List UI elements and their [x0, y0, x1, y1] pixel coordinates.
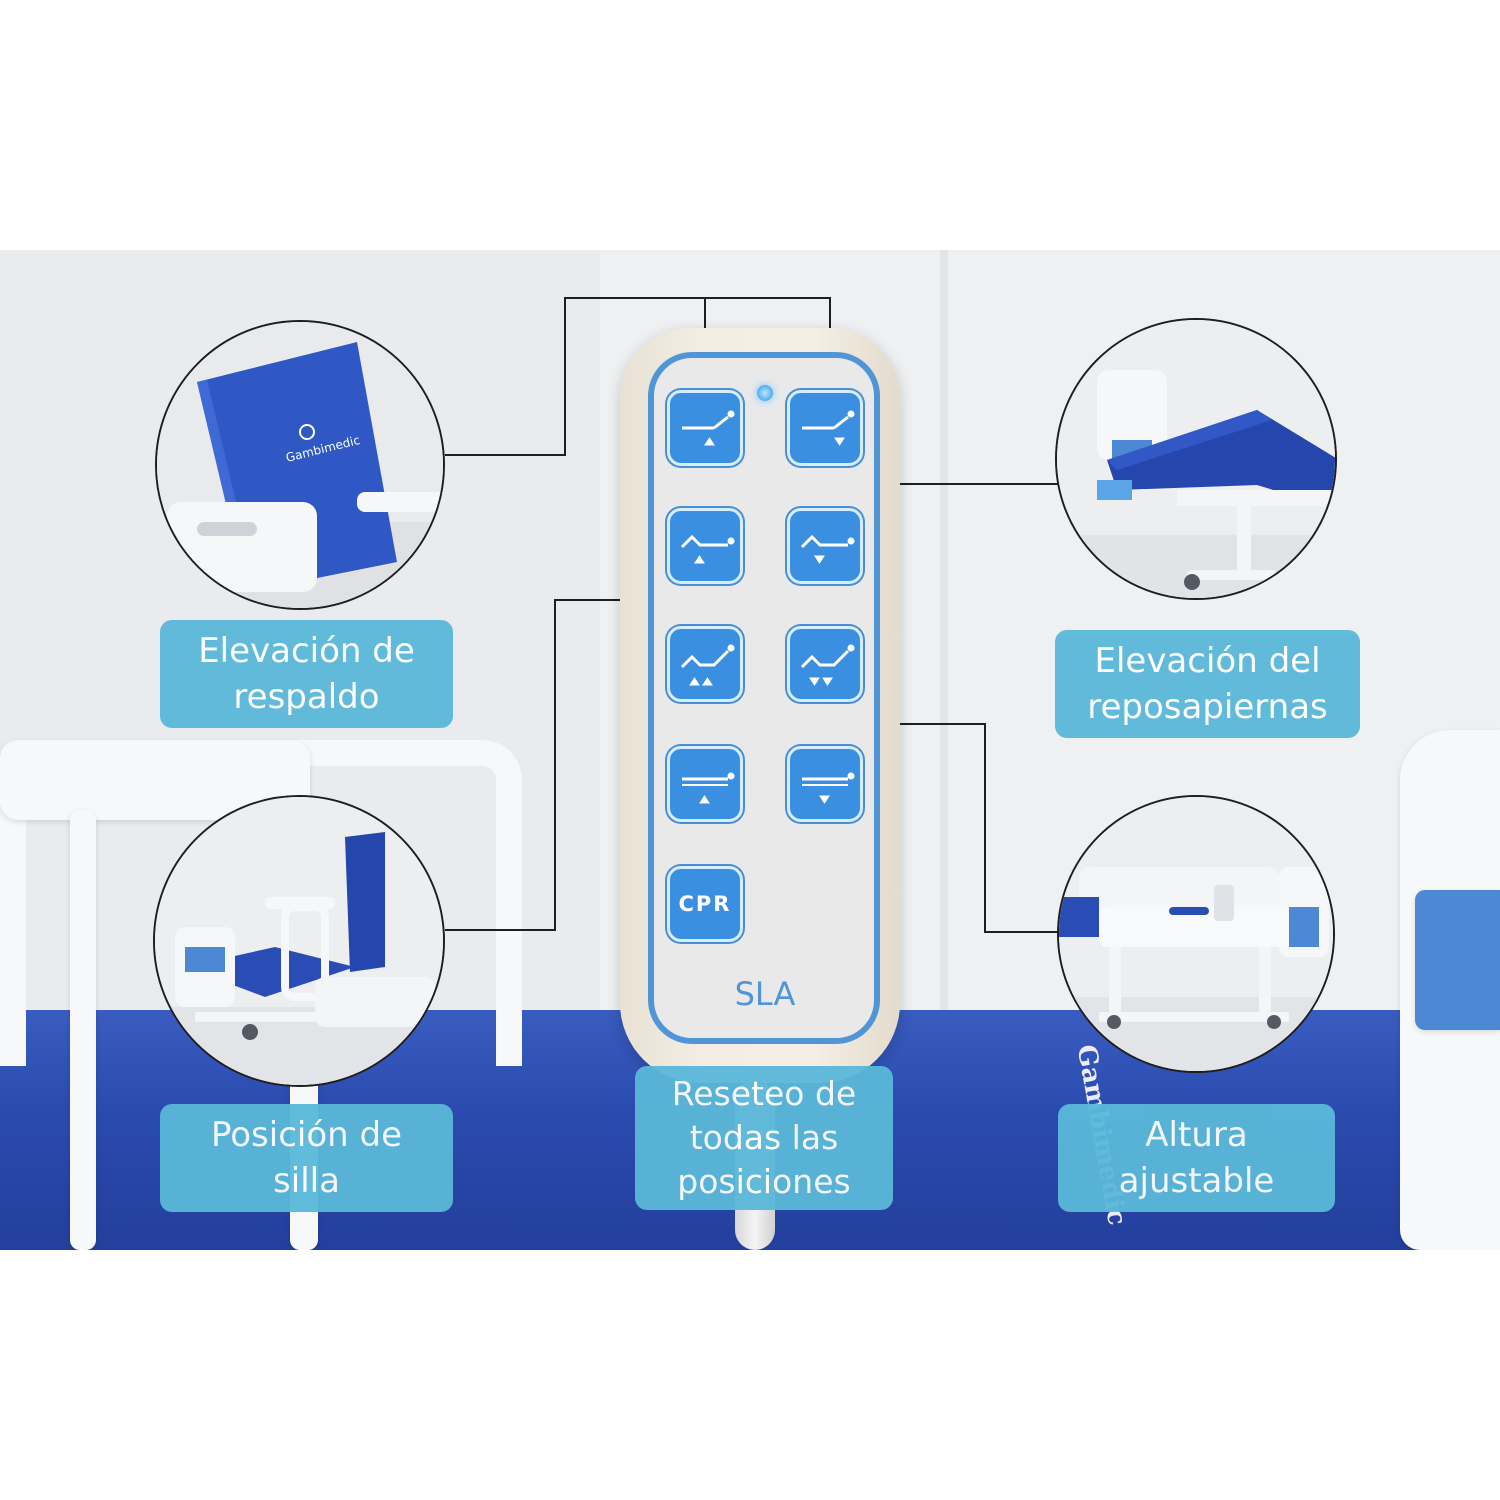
- legrest-up-icon: [680, 534, 735, 564]
- feature-label-reset: Reseteo de todas las posiciones: [635, 1066, 893, 1210]
- backrest-down-icon: [802, 410, 855, 446]
- height-down-button[interactable]: [787, 746, 863, 822]
- backrest-up-icon: [682, 410, 735, 446]
- chair-up-button[interactable]: [667, 626, 743, 702]
- cpr-button-label: CPR: [678, 892, 732, 916]
- chair-down-button[interactable]: [787, 626, 863, 702]
- remote-model-label: SLA: [734, 975, 796, 1013]
- backrest-photo-circle: Gambimedic: [155, 320, 445, 610]
- backrest-up-button[interactable]: [667, 390, 743, 466]
- height-up-button[interactable]: [667, 746, 743, 822]
- backrest-down-button[interactable]: [787, 390, 863, 466]
- legrest-up-button[interactable]: [667, 508, 743, 584]
- legrest-down-button[interactable]: [787, 508, 863, 584]
- headboard-blue-panel: [1415, 890, 1500, 1030]
- height-adjustable-photo-circle: [1057, 795, 1335, 1073]
- feature-label-legrest: Elevación del reposapiernas: [1055, 630, 1360, 738]
- legrest-down-icon: [800, 534, 855, 564]
- height-down-icon: [802, 772, 855, 804]
- chair-up-icon: [680, 644, 735, 686]
- chair-down-icon: [800, 644, 855, 686]
- legrest-photo-circle: [1055, 318, 1337, 600]
- remote-led-indicator: [757, 385, 773, 401]
- chair-position-photo-circle: [153, 795, 445, 1087]
- feature-label-backrest: Elevación de respaldo: [160, 620, 453, 728]
- feature-label-chair: Posición de silla: [160, 1104, 453, 1212]
- tray-table-leg-back: [70, 810, 96, 1250]
- feature-label-height: Altura ajustable: [1058, 1104, 1335, 1212]
- cpr-button[interactable]: CPR: [667, 866, 743, 942]
- height-up-icon: [682, 772, 735, 804]
- wall-seam: [940, 250, 948, 1010]
